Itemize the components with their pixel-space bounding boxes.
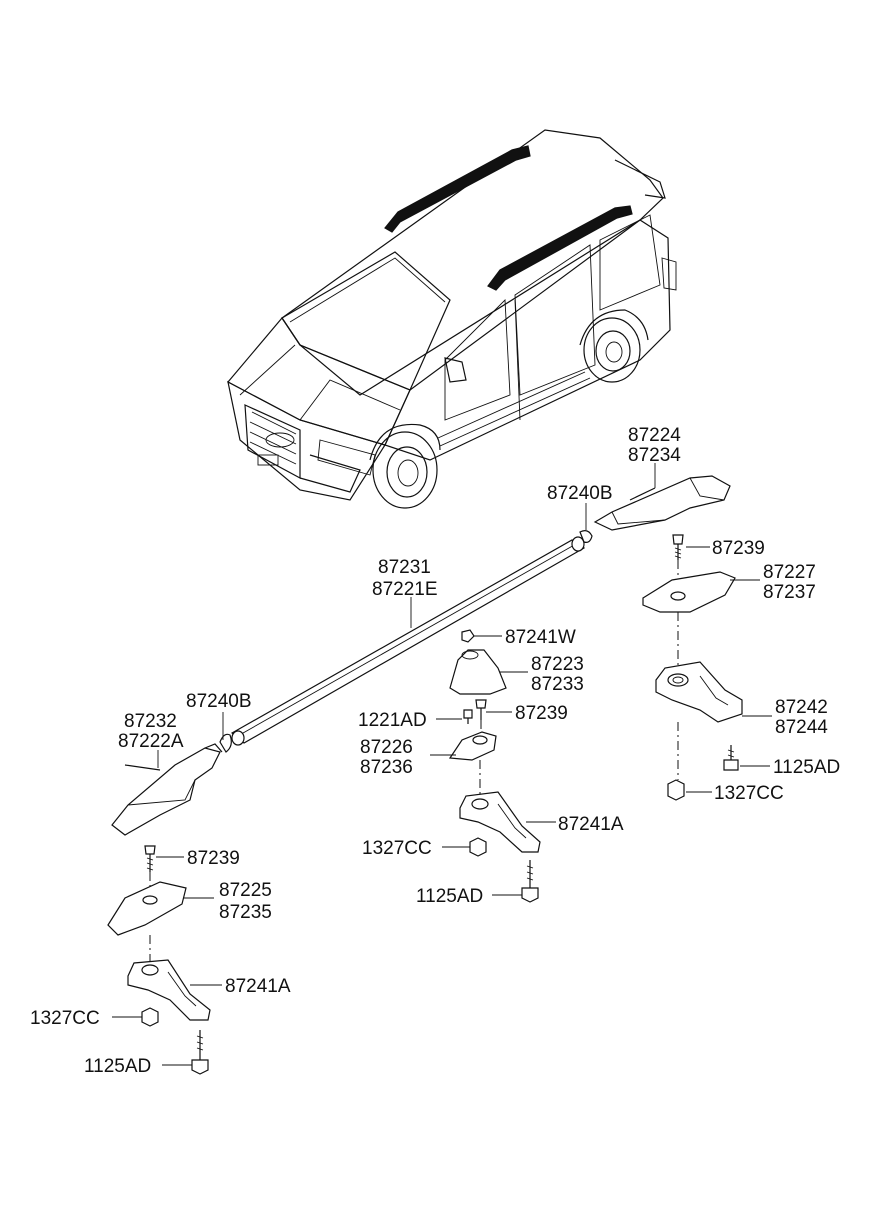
label-87235: 87235: [219, 902, 272, 923]
rear-end-cover-87224: [593, 475, 731, 531]
label-87239-right: 87239: [712, 538, 765, 559]
rail-cap-87240B-left: [219, 733, 232, 753]
label-87225: 87225: [219, 880, 272, 901]
label-87241a-left: 87241A: [225, 976, 291, 997]
label-87240b-right: 87240B: [547, 483, 613, 504]
label-87231: 87231: [378, 557, 431, 578]
label-87227: 87227: [763, 562, 816, 583]
label-1327cc-center: 1327CC: [362, 838, 432, 859]
van-illustration: [227, 129, 677, 509]
label-87241a-center: 87241A: [558, 814, 624, 835]
label-87223: 87223: [531, 654, 584, 675]
label-87232: 87232: [124, 711, 177, 732]
label-1221ad: 1221AD: [358, 710, 427, 731]
rail-cap-87240B-right: [579, 530, 593, 543]
label-87233: 87233: [531, 674, 584, 695]
left-mount-stack: [107, 845, 211, 1075]
center-mount-stack: [448, 629, 541, 903]
label-1327cc-right: 1327CC: [714, 783, 784, 804]
label-87239-center: 87239: [515, 703, 568, 724]
center-rail-87231: [230, 536, 586, 746]
label-87236: 87236: [360, 757, 413, 778]
part-labels: 87224 87234 87240B 87239 87227 87237 872…: [30, 425, 840, 1077]
leader-lines: [112, 463, 772, 1066]
front-end-cover-87232: [111, 743, 223, 836]
label-1125ad-right: 1125AD: [773, 757, 840, 778]
label-87222a: 87222A: [118, 731, 184, 752]
right-mount-stack: [642, 534, 743, 801]
label-87244: 87244: [775, 717, 828, 738]
label-87226: 87226: [360, 737, 413, 758]
label-87239-left: 87239: [187, 848, 240, 869]
label-87240b-left: 87240B: [186, 691, 252, 712]
label-87241w: 87241W: [505, 627, 576, 648]
label-1327cc-left: 1327CC: [30, 1008, 100, 1029]
label-87224: 87224: [628, 425, 681, 446]
label-1125ad-left: 1125AD: [84, 1056, 151, 1077]
label-87234: 87234: [628, 445, 681, 466]
label-1125ad-center: 1125AD: [416, 886, 483, 907]
label-87242: 87242: [775, 697, 828, 718]
label-87237: 87237: [763, 582, 816, 603]
label-87221e: 87221E: [372, 579, 438, 600]
